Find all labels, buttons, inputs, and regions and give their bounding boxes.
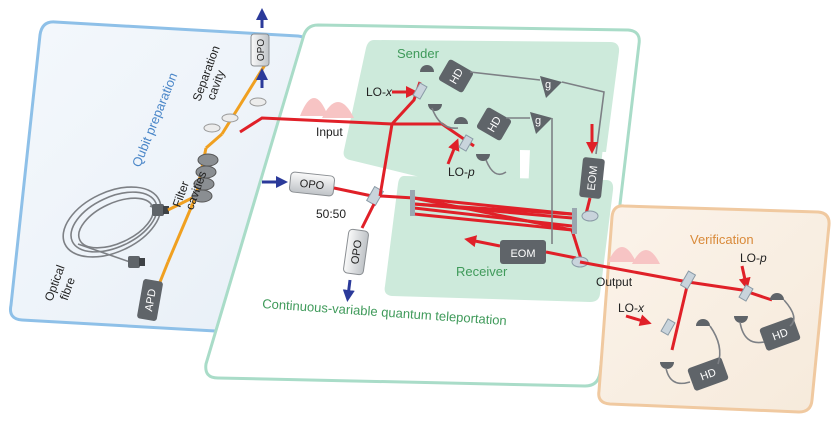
sender-title: Sender [397,46,440,61]
receiver-mirror-right [572,208,577,234]
eom-right-label: EOM [586,165,601,191]
verification-bs-x [660,318,676,336]
eom-right-device: EOM [579,157,605,199]
hd-verif-2-label: HD [699,367,718,384]
verification-photodiode-p1 [770,293,784,300]
apd-detector: APD [137,279,163,321]
eom-receiver-input-arrow [464,235,501,248]
filter-cavities [191,153,219,203]
gain-1-label: g [545,79,551,91]
hd-verif-2-device: HD [687,357,729,391]
verification-bs-main [679,270,697,290]
apd-label: APD [143,288,159,312]
opo-bottom-beam [360,203,376,229]
eom-receiver-device: EOM [500,240,546,264]
verification-photodiode-p2 [734,316,748,323]
verification-cables [665,299,795,385]
lo-x-verif-arrow [625,314,652,327]
opo-main-label: OPO [299,178,325,193]
hd-sender-2-device: HD [476,107,512,141]
fibre-coupler-bottom [128,256,145,268]
hd-sender-1-device: HD [438,59,474,93]
eom-receiver-beam [545,250,577,260]
verification-panel [597,204,831,414]
lo-p-verif-label: LO-p [740,251,767,265]
gain-2-label: g [535,115,541,127]
receiver-mirror-left [410,190,415,216]
output-pulse [608,247,660,264]
opo-bottom-label: OPO [349,239,364,265]
sender-photodiode-3 [454,117,468,124]
sender-bs-2 [458,134,474,152]
input-pulse [300,98,354,118]
opo-bottom-device: OPO [343,228,369,276]
fibre-coupler-top [152,204,169,216]
separation-cavity [203,97,267,133]
opo-bottom-pump-arrow [342,279,355,302]
output-label: Output [596,275,633,289]
hd-verif-1-label: HD [771,327,790,344]
opo-main-device: OPO [288,171,336,197]
sender-photodiode-1 [420,65,434,72]
opo-qubit-device: OPO [250,33,270,67]
verification-photodiode-x2 [660,362,674,369]
verification-bs-p [738,284,754,302]
eom-right-mirror [581,210,599,222]
lo-p-verif-arrow [738,265,751,290]
input-label: Input [316,125,343,139]
beam-splitter-5050 [365,185,385,207]
gain-block-2: g [530,112,552,134]
verification-photodiode-x1 [696,319,710,326]
opo-qubit-label: OPO [256,39,267,61]
qubit-red-beam [239,116,393,134]
receiver-title: Receiver [456,264,508,279]
lo-p-sender-label: LO-p [448,165,475,179]
verification-beams [579,260,773,351]
eom-receiver-label: EOM [510,248,535,260]
sender-bs-1 [412,82,428,100]
beam-splitter-label: 50:50 [316,207,346,221]
lo-p-sender-arrow [446,138,460,165]
signal-cables [431,71,605,244]
verification-title: Verification [690,232,754,247]
sender-photodiode-2 [428,104,442,111]
gain-block-1: g [540,76,562,98]
lo-x-verif-label: LO-x [618,301,645,315]
opo-main-beam [333,186,373,198]
lo-x-sender-label: LO-x [366,85,393,99]
receiver-panel [384,176,614,302]
sender-photodiode-4 [476,154,490,161]
